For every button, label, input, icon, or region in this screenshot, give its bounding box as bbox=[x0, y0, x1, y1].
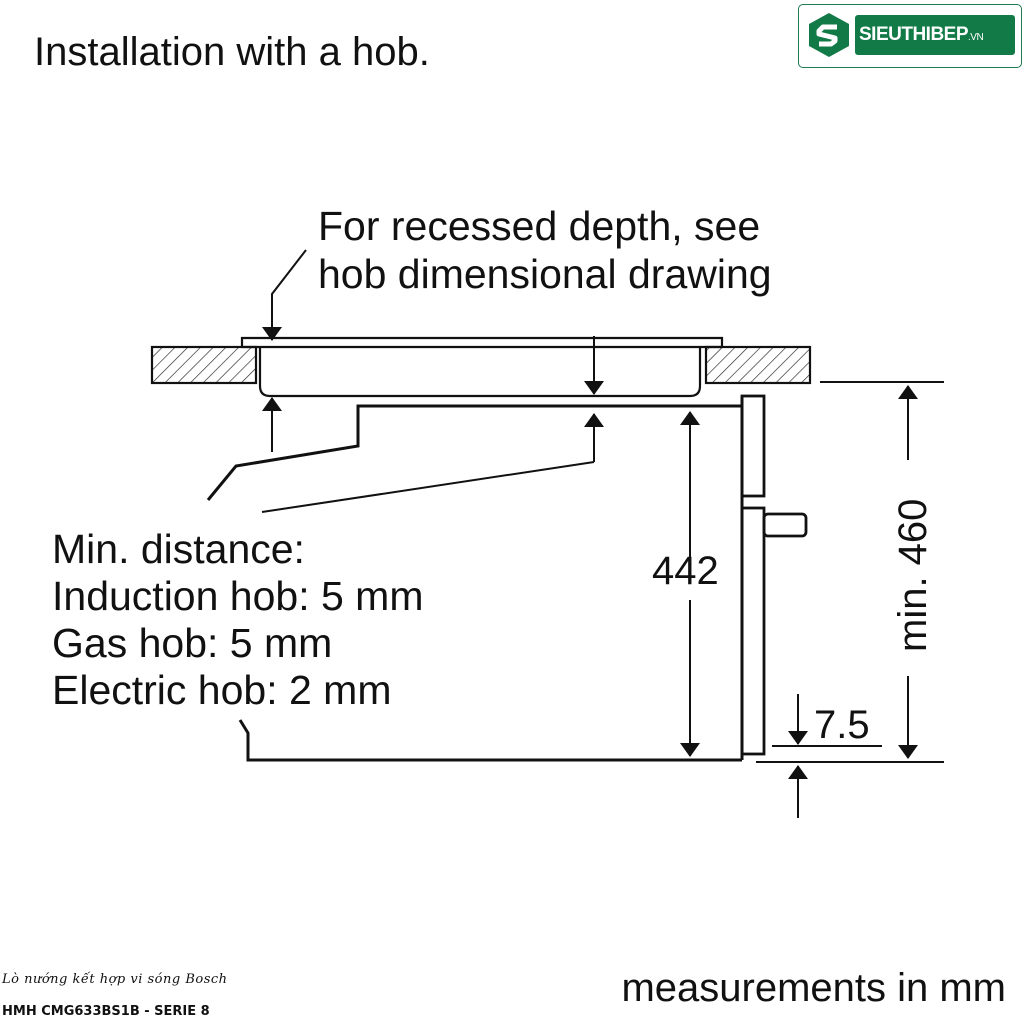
logo-banner: SIEUTHIBEP.VN bbox=[855, 15, 1015, 55]
offset-dimension-label: 7.5 bbox=[814, 703, 870, 747]
logo-text: SIEUTHIBEP.VN bbox=[859, 24, 984, 46]
hob bbox=[240, 336, 724, 398]
logo-name: SIEUTHIBEP bbox=[859, 24, 969, 45]
s-logo-icon bbox=[809, 13, 849, 57]
min-distance-heading: Min. distance: bbox=[52, 526, 305, 572]
min-distance-note: Min. distance: Induction hob: 5 mm Gas h… bbox=[52, 526, 423, 714]
min-distance-gas: Gas hob: 5 mm bbox=[52, 620, 333, 666]
diagram-title: Installation with a hob. bbox=[34, 30, 430, 74]
footer-model-number: HMH CMG633BS1B - SERIE 8 bbox=[2, 1004, 210, 1019]
units-note: measurements in mm bbox=[621, 966, 1006, 1010]
hob-note: For recessed depth, see hob dimensional … bbox=[318, 202, 772, 298]
oven-door bbox=[740, 394, 808, 756]
height-dimension-label: 442 bbox=[652, 549, 719, 593]
min-distance-induction: Induction hob: 5 mm bbox=[52, 573, 424, 619]
worktop-left bbox=[150, 345, 258, 385]
min-distance-leader bbox=[261, 461, 595, 513]
hob-note-line-2: hob dimensional drawing bbox=[318, 251, 772, 297]
hob-note-leader bbox=[262, 249, 307, 341]
hob-note-line-1: For recessed depth, see bbox=[318, 203, 761, 249]
brand-logo[interactable]: SIEUTHIBEP.VN bbox=[798, 4, 1022, 68]
footer-product-name: Lò nướng kết hợp vi sóng Bosch bbox=[2, 972, 228, 987]
logo-suffix: .VN bbox=[968, 32, 984, 43]
min-distance-electric: Electric hob: 2 mm bbox=[52, 667, 392, 713]
cutout-dimension-label: min. 460 bbox=[891, 499, 935, 652]
worktop-right bbox=[704, 345, 812, 385]
